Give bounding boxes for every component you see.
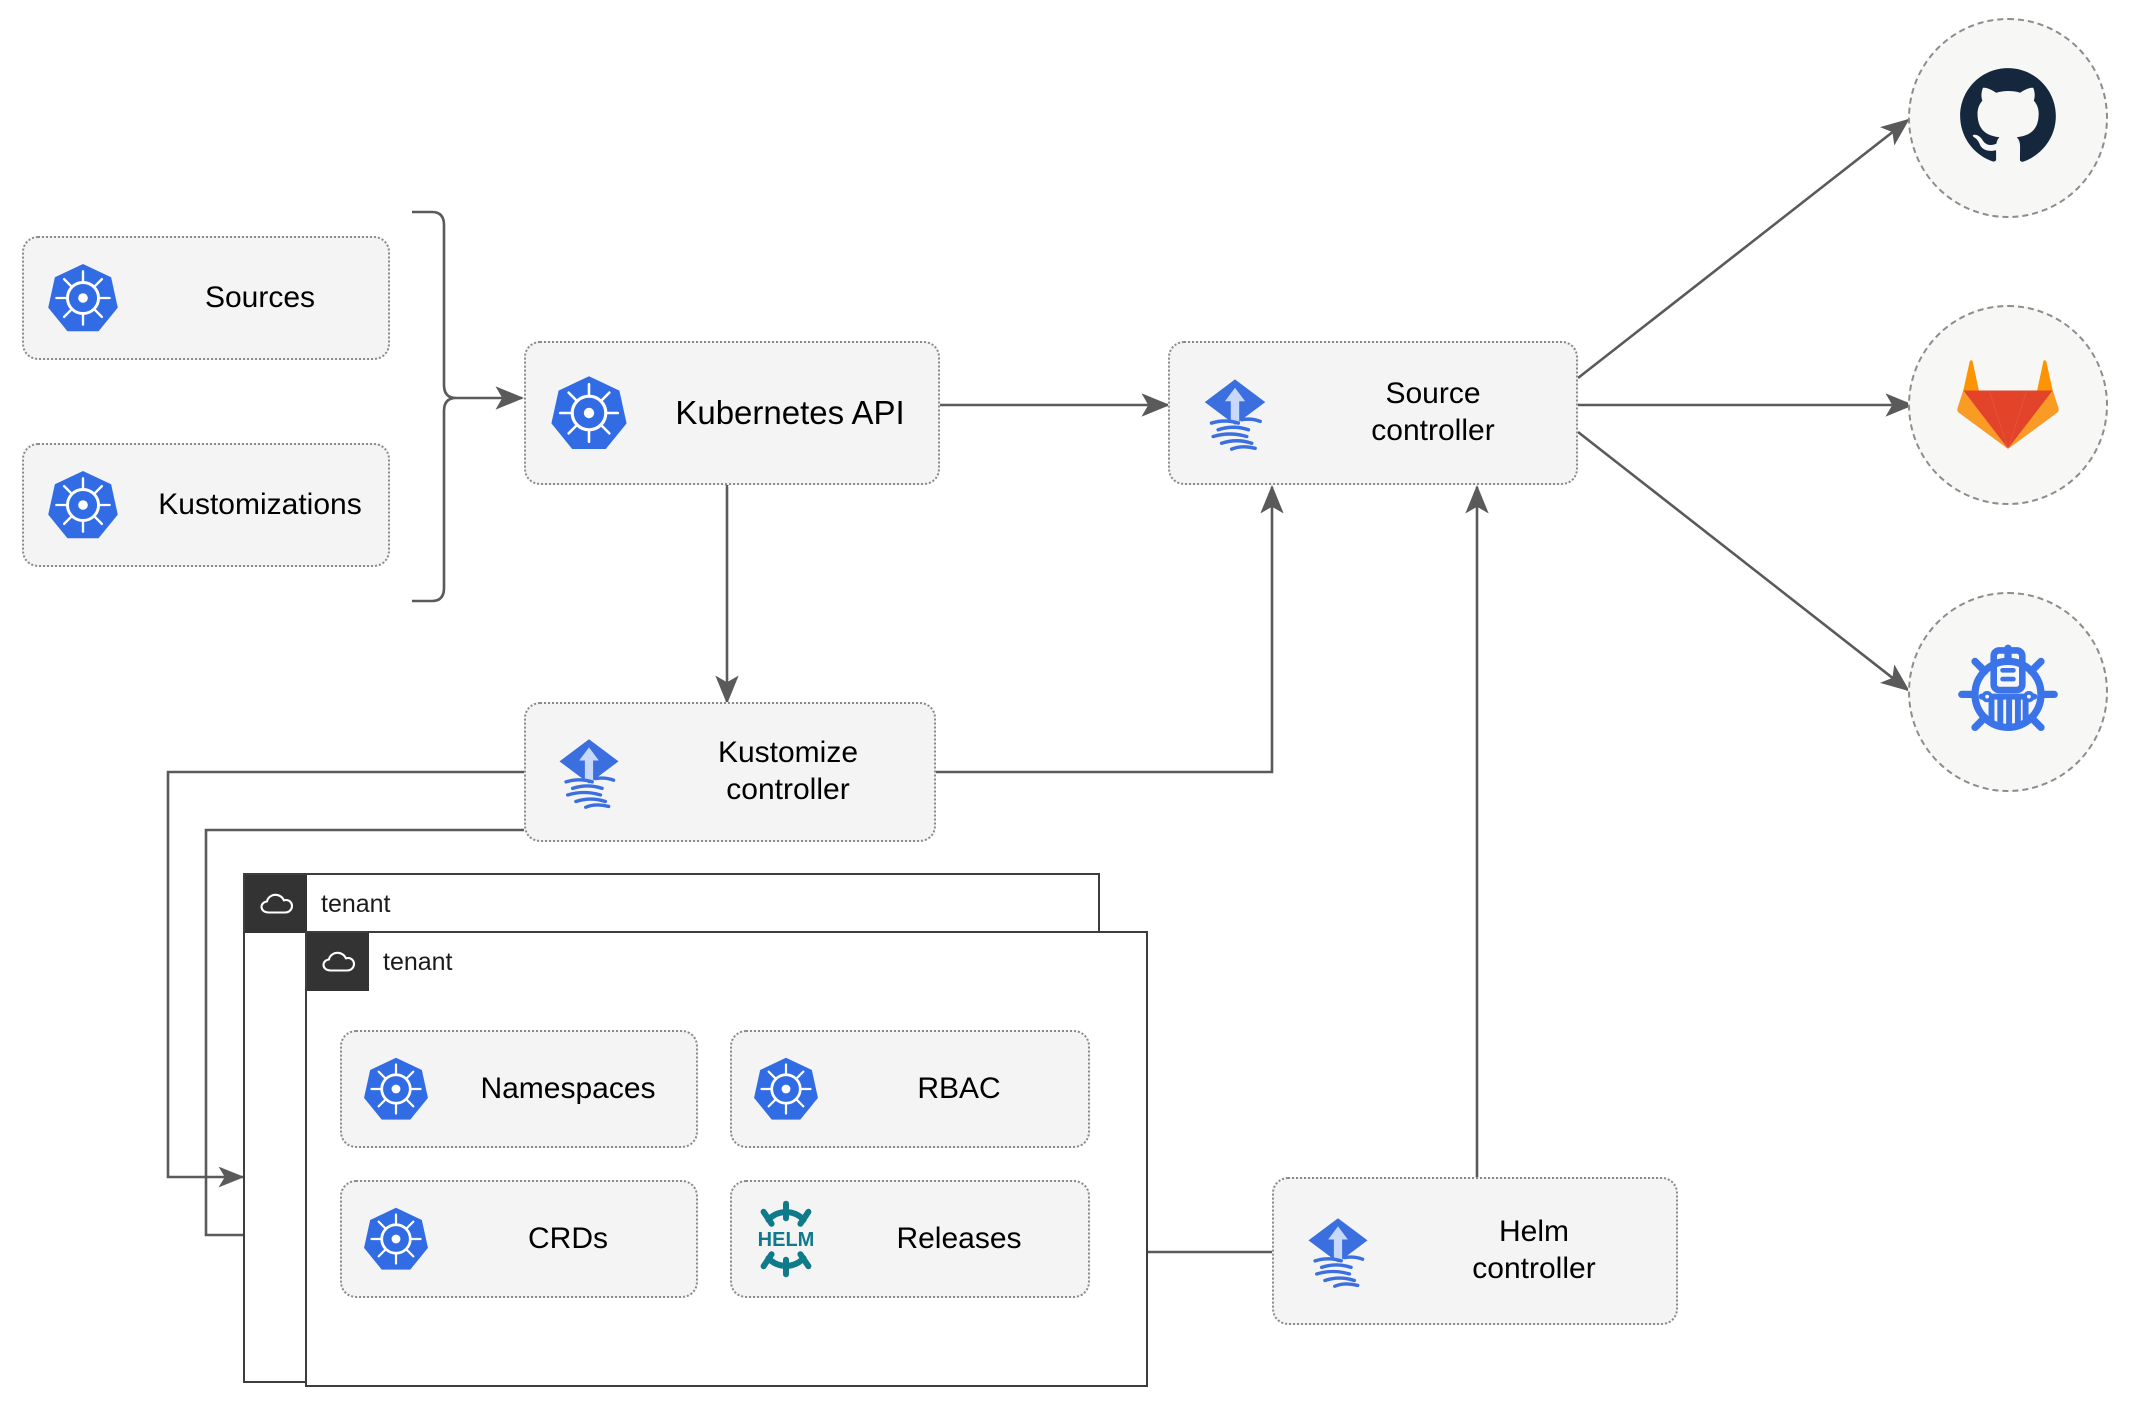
cloud-icon [307, 933, 369, 991]
node-label: CRDs [528, 1221, 608, 1255]
node-label-line2: controller [1472, 1252, 1596, 1285]
node-kubernetes-api[interactable]: Kubernetes API [524, 341, 940, 485]
helm-repository-icon [1953, 635, 2063, 750]
node-label: Kustomize controller [652, 735, 934, 808]
node-label: Source controller [1300, 376, 1576, 449]
node-label: Helm controller [1402, 1214, 1676, 1287]
node-label: Namespaces [480, 1071, 656, 1105]
node-releases[interactable]: HELM Releases [730, 1180, 1090, 1298]
kubernetes-icon [342, 1205, 450, 1273]
node-crds[interactable]: CRDs [340, 1180, 698, 1298]
node-kustomizations[interactable]: Kustomizations [22, 443, 390, 567]
node-label-line1: Kustomize [717, 736, 859, 770]
repo-helm[interactable] [1908, 592, 2108, 792]
tenant-label: tenant [383, 947, 453, 976]
helm-icon: HELM [732, 1199, 840, 1279]
flux-icon [526, 731, 652, 813]
node-label-line2: controller [726, 773, 850, 806]
svg-text:HELM: HELM [758, 1229, 815, 1251]
node-label: Kubernetes API [675, 393, 905, 431]
node-label: Sources [204, 280, 316, 314]
node-label: Kustomizations [158, 487, 362, 521]
node-label-line1: Helm [1498, 1215, 1569, 1249]
node-sources[interactable]: Sources [22, 236, 390, 360]
github-icon [1956, 64, 2060, 173]
node-helm-controller[interactable]: Helm controller [1272, 1177, 1678, 1325]
node-label: RBAC [917, 1071, 1001, 1105]
repo-gitlab[interactable] [1908, 305, 2108, 505]
node-label: Releases [896, 1221, 1022, 1255]
node-namespaces[interactable]: Namespaces [340, 1030, 698, 1148]
tenant-panel-inner[interactable]: tenant [305, 931, 1148, 1387]
tenant-label: tenant [321, 889, 391, 918]
kubernetes-icon [24, 468, 142, 542]
node-label-line2: controller [1371, 414, 1495, 447]
cloud-icon [245, 875, 307, 933]
flux-icon [1170, 371, 1300, 455]
kubernetes-icon [342, 1055, 450, 1123]
kubernetes-icon [732, 1055, 840, 1123]
repo-github[interactable] [1908, 18, 2108, 218]
kubernetes-icon [526, 373, 652, 453]
flux-icon [1274, 1210, 1402, 1292]
node-kustomize-controller[interactable]: Kustomize controller [524, 702, 936, 842]
gitlab-icon [1956, 353, 2060, 458]
node-source-controller[interactable]: Source controller [1168, 341, 1578, 485]
node-rbac[interactable]: RBAC [730, 1030, 1090, 1148]
node-label-line1: Source [1385, 377, 1481, 411]
kubernetes-icon [24, 261, 142, 335]
